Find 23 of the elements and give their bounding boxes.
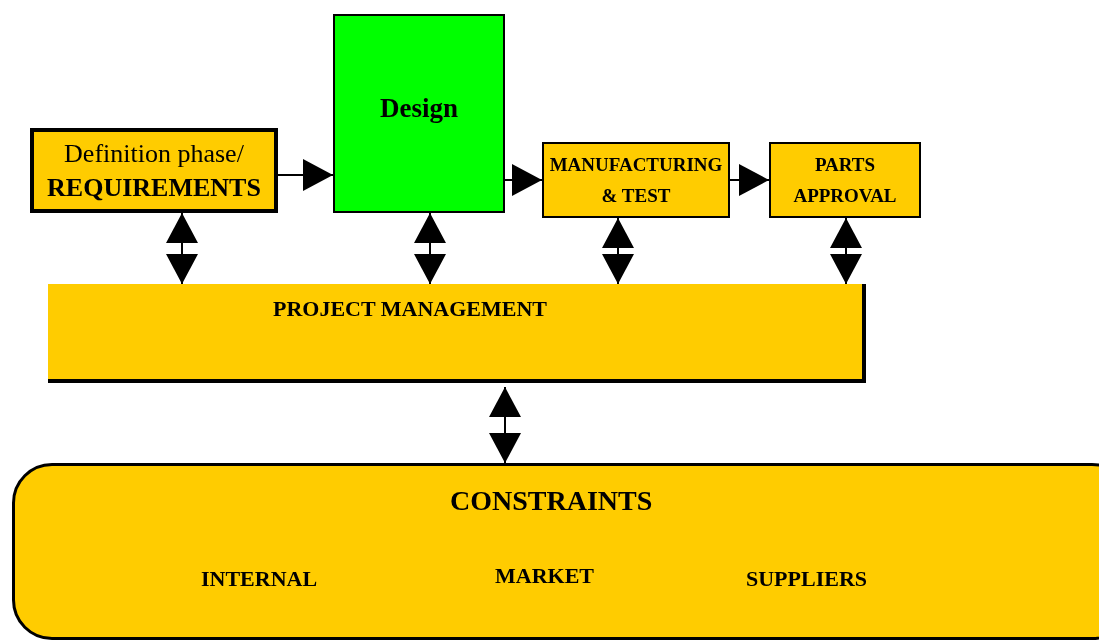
arrow [729,164,770,196]
constraint-label: MARKET [495,562,594,590]
double-arrow [489,386,521,464]
management-bar [48,284,866,383]
process-box [333,14,505,213]
box-label: PARTS APPROVAL [792,153,898,208]
process-box [30,128,278,213]
constraints-panel [12,463,1099,640]
arrow [504,164,543,196]
constraint-label: INTERNAL [201,565,318,593]
box-label: Definition phase/ REQUIREMENTS [46,137,262,204]
constraint-label: SUPPLIERS [746,565,868,593]
panel-title: CONSTRAINTS [450,484,653,518]
bar-title: PROJECT MANAGEMENT [273,295,547,323]
box-label: Design [380,92,458,125]
double-arrow [602,217,634,285]
process-box [769,142,921,218]
double-arrow [166,212,198,285]
box-label: MANUFACTURING & TEST [548,153,724,208]
arrow [277,159,334,191]
process-box [542,142,730,218]
double-arrow [414,212,446,285]
double-arrow [830,217,862,285]
